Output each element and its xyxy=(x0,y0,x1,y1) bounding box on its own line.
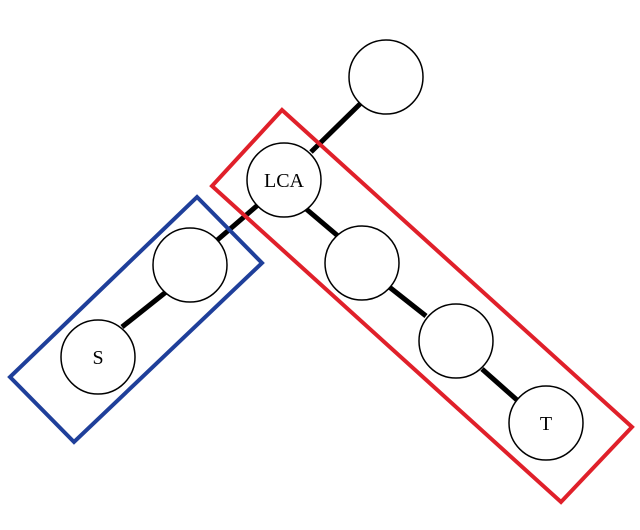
node-t-circle xyxy=(508,385,584,461)
node-s-label: S xyxy=(92,347,103,369)
node-root-circle xyxy=(348,39,424,115)
edge-lca-left-mid xyxy=(213,202,261,244)
edge-left-mid-s xyxy=(120,290,168,329)
node-s: S xyxy=(60,319,136,395)
red-group-box xyxy=(209,107,635,505)
node-lca: LCA xyxy=(246,142,322,218)
node-t-label: T xyxy=(540,413,552,435)
node-left-mid-circle xyxy=(152,227,228,303)
blue-group-box xyxy=(7,194,265,445)
node-right-mid1-circle xyxy=(324,225,400,301)
edge-right-mid1-right-mid2 xyxy=(386,284,428,318)
node-right-mid1 xyxy=(324,225,400,301)
node-right-mid2 xyxy=(418,303,494,379)
node-right-mid2-circle xyxy=(418,303,494,379)
edge-right-mid2-t xyxy=(480,367,519,402)
node-lca-label: LCA xyxy=(264,170,305,192)
node-root xyxy=(348,39,424,115)
node-lca-circle xyxy=(246,142,322,218)
node-s-circle xyxy=(60,319,136,395)
node-left-mid xyxy=(152,227,228,303)
edge-lca-right-mid1 xyxy=(303,206,340,238)
node-t: T xyxy=(508,385,584,461)
